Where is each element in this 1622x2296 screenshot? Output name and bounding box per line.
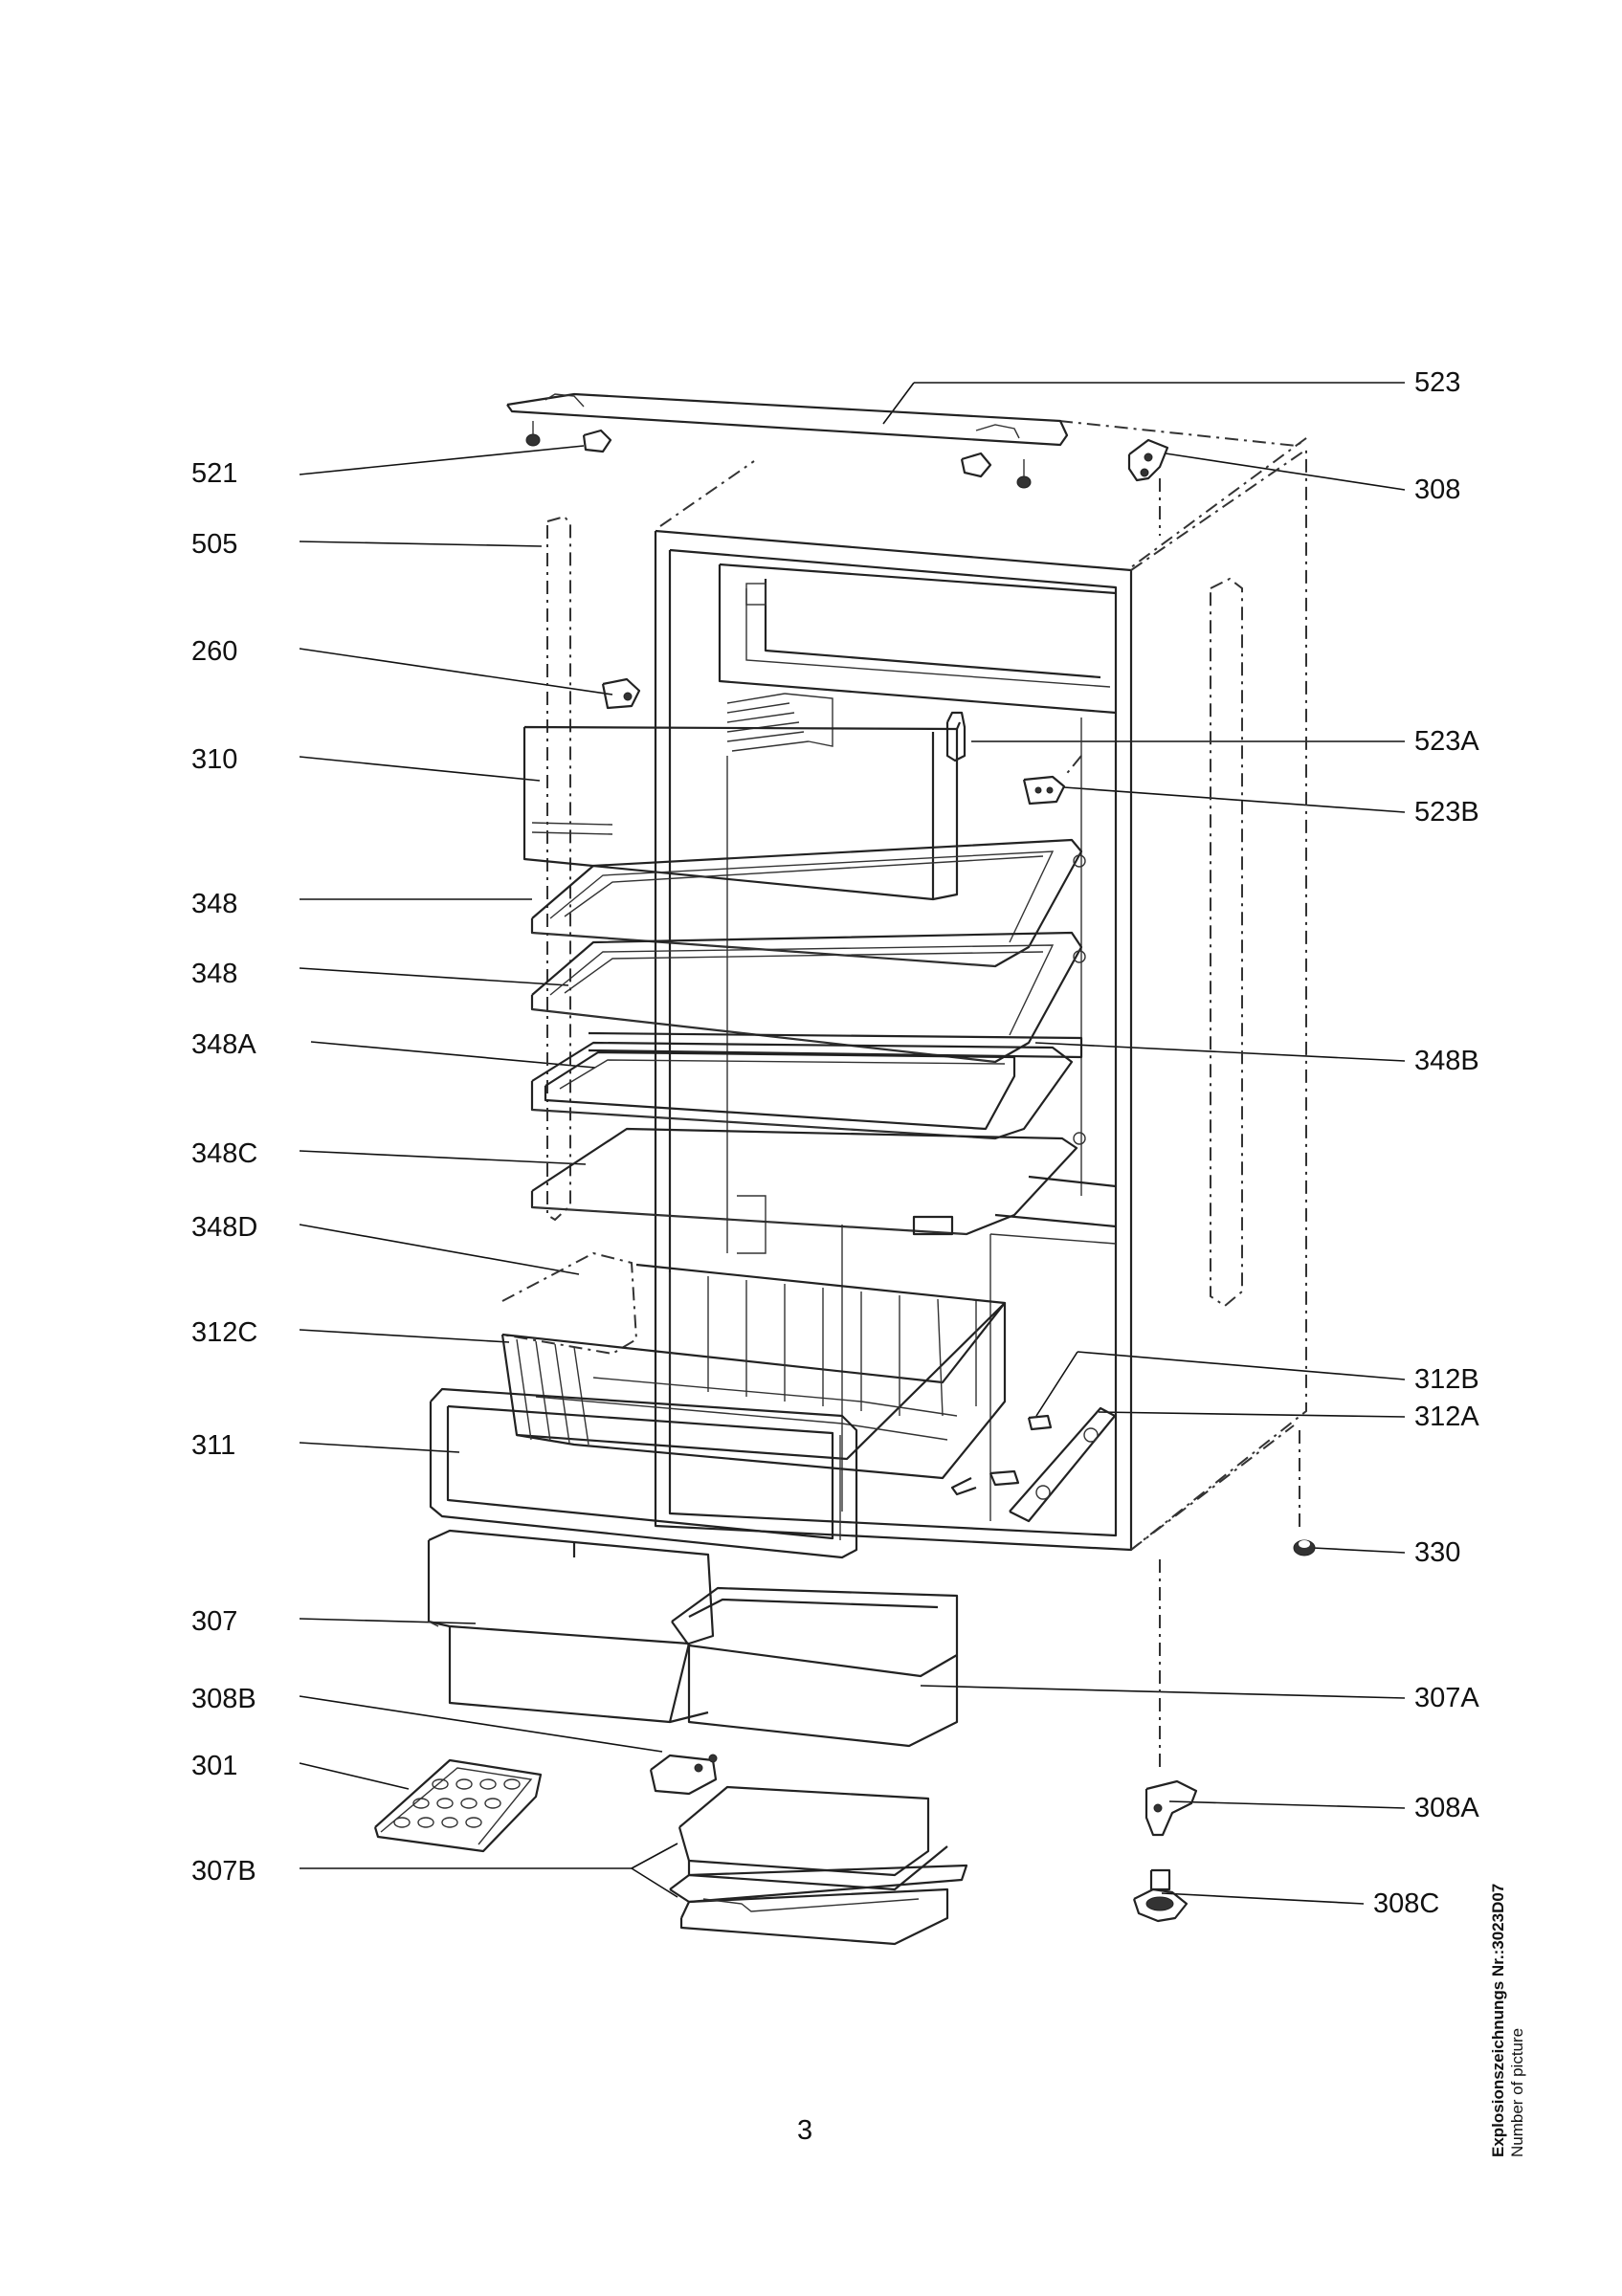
label-260: 260 (191, 636, 238, 667)
part-312C-basket (500, 1263, 1007, 1480)
part-307B-butter-box (669, 1785, 968, 1946)
part-348C-glass-shelf (530, 1127, 1086, 1236)
part-348B-shelf-trim (588, 1031, 1083, 1059)
label-307A: 307A (1414, 1683, 1479, 1713)
label-348D: 348D (191, 1212, 258, 1243)
label-348B: 348B (1414, 1046, 1479, 1076)
label-348A: 348A (191, 1029, 256, 1060)
part-307-door-bin (427, 1529, 715, 1724)
part-523B-clip (1022, 755, 1082, 806)
part-308B-hinge (649, 1754, 718, 1796)
label-523: 523 (1414, 367, 1461, 398)
part-308C-pin (1132, 1868, 1189, 1923)
label-348C: 348C (191, 1138, 258, 1169)
part-308-hinge (1127, 438, 1169, 482)
part-308A-hinge (1144, 1779, 1198, 1837)
label-311: 311 (191, 1430, 236, 1461)
label-505: 505 (191, 529, 238, 560)
part-330-foot (1293, 1430, 1316, 1556)
part-311-crisper-front (429, 1387, 858, 1559)
page-number: 3 (797, 2115, 813, 2146)
label-307B: 307B (191, 1856, 256, 1887)
label-301: 301 (191, 1751, 238, 1781)
label-348-lower: 348 (191, 959, 238, 989)
part-301-egg-tray (373, 1758, 543, 1853)
label-523A: 523A (1414, 726, 1479, 757)
part-312B-rail-clip (950, 1414, 1053, 1496)
label-348-upper: 348 (191, 889, 238, 919)
label-312A: 312A (1414, 1402, 1479, 1432)
label-308C: 308C (1373, 1888, 1440, 1919)
part-505-seal-strip (546, 515, 571, 1222)
label-521: 521 (191, 458, 238, 489)
part-348D-cover (501, 1251, 638, 1356)
label-308A: 308A (1414, 1793, 1479, 1823)
label-307: 307 (191, 1606, 238, 1637)
drawing-number-caption: Explosionszeichnungs Nr.:3023D07 Number … (1489, 1870, 1546, 2157)
label-330: 330 (1414, 1537, 1461, 1568)
part-310-freezer-flap (522, 711, 967, 901)
cabinet-body (654, 420, 1307, 1552)
label-308B: 308B (191, 1684, 256, 1714)
drawing-number-subtitle: Number of picture (1508, 2027, 1526, 2157)
part-348A-shelf-3 (530, 1041, 1074, 1140)
right-seal-strip (1210, 577, 1243, 1308)
part-523-top-cover (506, 392, 1069, 489)
drawing-number: Explosionszeichnungs Nr.:3023D07 (1489, 1883, 1507, 2157)
leader-lines (299, 382, 1406, 1905)
part-260-bracket (601, 677, 641, 710)
part-348-shelf-1 (530, 838, 1086, 968)
label-312C: 312C (191, 1317, 258, 1348)
label-312B: 312B (1414, 1364, 1479, 1395)
label-523B: 523B (1414, 797, 1479, 828)
part-307A-door-bin (671, 1586, 959, 1748)
label-310: 310 (191, 744, 238, 775)
label-308: 308 (1414, 475, 1461, 505)
part-312A-rail (1009, 1406, 1117, 1523)
